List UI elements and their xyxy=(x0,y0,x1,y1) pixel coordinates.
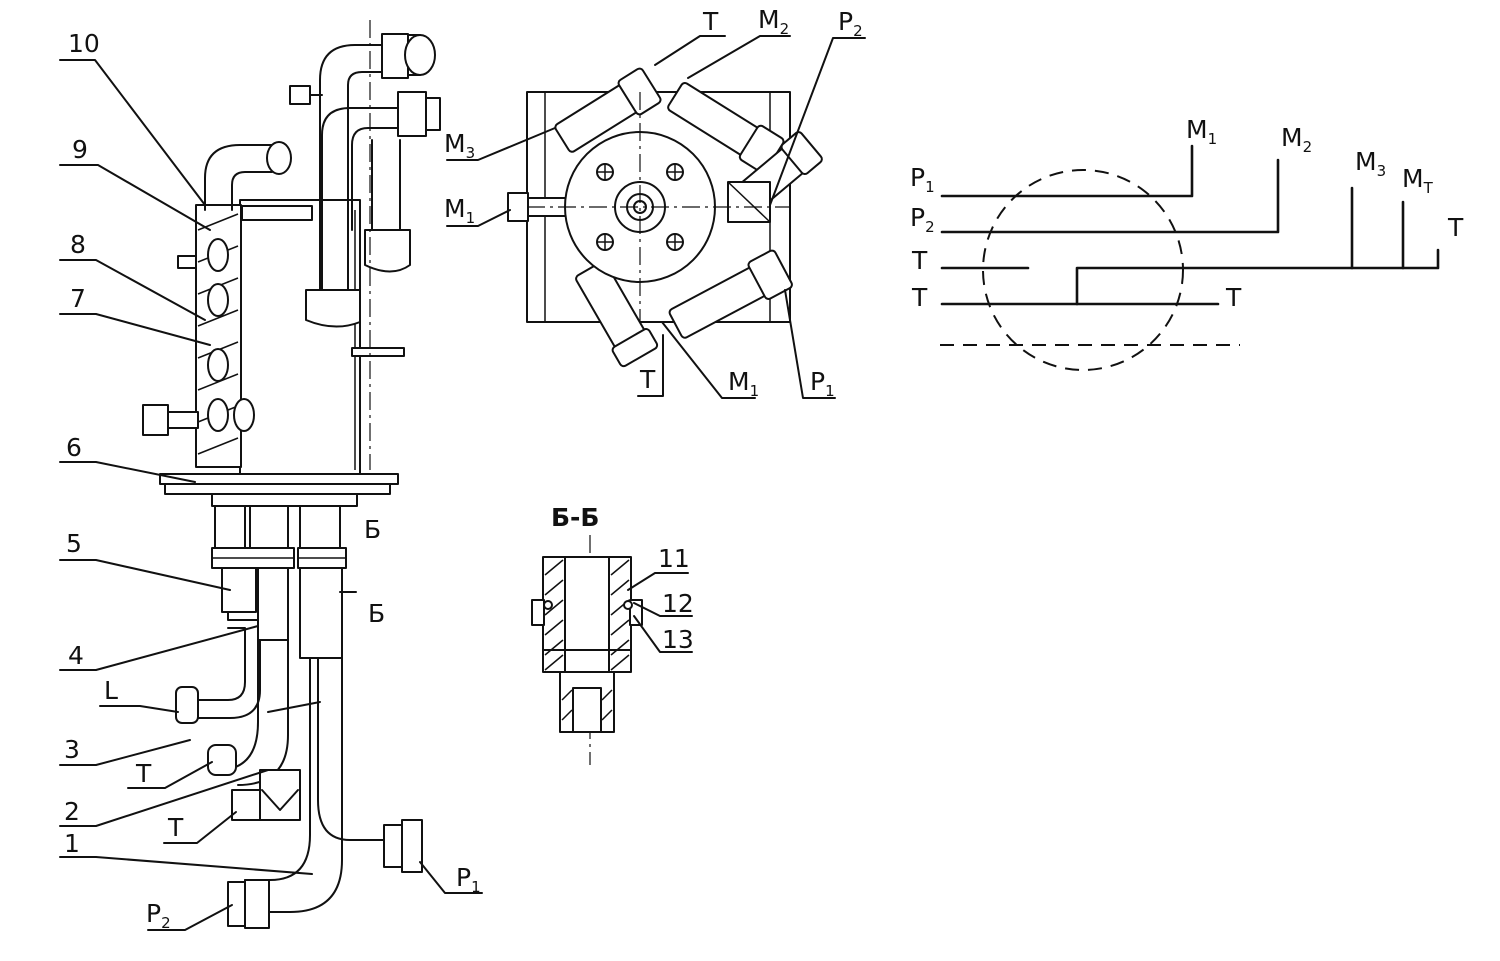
section-mark-upper: Б xyxy=(364,515,381,544)
callout-P1: P1 xyxy=(456,863,481,896)
pipe-P1-elbow xyxy=(317,657,386,841)
section-callout-13: 13 xyxy=(662,625,694,654)
fitting-M2 xyxy=(667,82,785,174)
section-leaders xyxy=(627,572,693,653)
callout-10: 10 xyxy=(68,29,100,58)
callout-8: 8 xyxy=(70,230,86,259)
callout-T-lower: T xyxy=(167,813,184,842)
top-callout-P2: P2 xyxy=(838,7,863,40)
callout-6: 6 xyxy=(66,433,82,462)
pipe-3-upper xyxy=(257,567,289,641)
pipe-5 xyxy=(221,567,257,613)
fitting-T-top xyxy=(554,67,662,153)
schem-P1: P1 xyxy=(910,163,935,196)
flange-hub xyxy=(211,493,358,507)
line-return-main xyxy=(1075,248,1440,306)
callout-T-upper: T xyxy=(135,759,152,788)
bracket xyxy=(241,205,313,221)
hydraulic-schematic xyxy=(940,144,1440,371)
schem-T2: T xyxy=(911,283,928,312)
callout-L: L xyxy=(104,676,118,705)
section-b-b-view: Б-Б xyxy=(531,503,643,765)
top-callout-M1-bottom: M1 xyxy=(728,367,759,400)
section-mark-lower: Б xyxy=(368,599,385,628)
schem-T-right: T xyxy=(1225,283,1242,312)
line-P2-to-M2 xyxy=(940,158,1280,234)
assembly-elevation-view xyxy=(142,20,441,929)
schem-T-end: T xyxy=(1447,213,1464,242)
port-P1-nut xyxy=(383,824,403,868)
second-pipe-end xyxy=(425,97,441,131)
housing-fitting xyxy=(305,289,361,328)
side-bolt-head xyxy=(142,404,169,436)
callout-1: 1 xyxy=(64,829,80,858)
fitting-P1 xyxy=(668,249,793,339)
schematic-labels: P1 P2 T T M1 M2 M3 MT T T xyxy=(910,115,1464,312)
port-P2-end xyxy=(244,879,270,929)
port-P1-end xyxy=(401,819,423,873)
schem-M1: M1 xyxy=(1186,115,1217,148)
schem-M3: M3 xyxy=(1355,147,1386,180)
top-left-pipe-end xyxy=(266,141,292,175)
fitting-M1-left xyxy=(507,192,529,222)
connector-c xyxy=(299,505,341,549)
second-pipe-nut xyxy=(397,91,427,137)
schem-P2: P2 xyxy=(910,203,935,236)
top-view-labels: T M2 P2 M3 M1 T M1 P1 xyxy=(444,5,863,400)
callout-4: 4 xyxy=(68,641,84,670)
callout-3: 3 xyxy=(64,735,80,764)
side-bolt-shank xyxy=(167,411,199,429)
top-callout-T: T xyxy=(702,7,719,36)
top-callout-T-bottom: T xyxy=(639,365,656,394)
pipe-4-outer xyxy=(194,611,261,719)
top-plan-view xyxy=(507,67,823,368)
callout-P2: P2 xyxy=(146,899,171,932)
port-L-end xyxy=(175,686,199,724)
fitting-block xyxy=(364,229,411,273)
pipe-P1-upper xyxy=(299,567,343,659)
fitting-T-bottom xyxy=(575,260,659,368)
callout-5: 5 xyxy=(66,529,82,558)
top-view-leaders xyxy=(446,35,866,399)
section-callout-12: 12 xyxy=(662,589,694,618)
top-callout-M1-left: M1 xyxy=(444,194,475,227)
tall-pipe-end xyxy=(404,34,436,76)
second-pipe-outer xyxy=(321,107,403,301)
top-callout-M2: M2 xyxy=(758,5,789,38)
stud-left xyxy=(177,255,197,269)
tall-pipe-outer xyxy=(319,44,386,301)
port-T-upper-end xyxy=(207,744,237,776)
section-labels: 11 12 13 xyxy=(658,544,694,654)
section-bore xyxy=(564,556,610,673)
schem-T1: T xyxy=(911,246,928,275)
pipe-1-outer xyxy=(244,657,311,881)
left-view-leaders xyxy=(59,59,483,931)
connector-b xyxy=(249,505,289,549)
line-P1-to-M1 xyxy=(940,144,1194,198)
port-T-lower-end xyxy=(231,789,261,821)
slot-bar xyxy=(351,347,405,357)
schem-MT: MT xyxy=(1402,164,1434,197)
callout-7: 7 xyxy=(70,284,86,313)
top-callout-M3: M3 xyxy=(444,129,475,162)
main-housing xyxy=(239,199,361,475)
callout-9: 9 xyxy=(72,135,88,164)
left-view-labels: 10 9 8 7 6 5 4 L 3 T 2 T 1 P2 P1 Б Б xyxy=(64,29,481,932)
connector-a xyxy=(214,505,246,549)
flange-bottom xyxy=(164,483,391,495)
callout-2: 2 xyxy=(64,797,80,826)
schematic-boundary-circle xyxy=(982,169,1184,371)
schem-M2: M2 xyxy=(1281,123,1312,156)
manifold-channels xyxy=(207,238,255,432)
top-left-pipe-outer xyxy=(204,144,273,211)
top-callout-P1: P1 xyxy=(810,367,835,400)
section-hatching xyxy=(544,559,630,721)
section-title: Б-Б xyxy=(551,503,600,532)
stud-top xyxy=(289,85,311,105)
section-callout-11: 11 xyxy=(658,544,690,573)
